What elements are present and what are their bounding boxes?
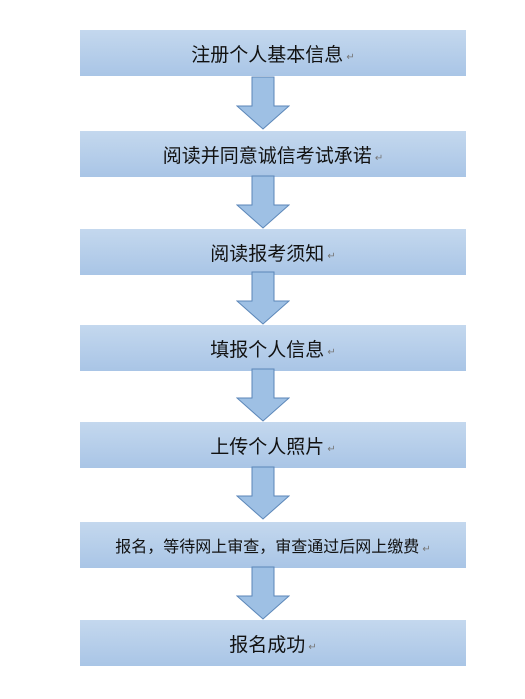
step-fill-personal-info: 填报个人信息↵ bbox=[80, 325, 466, 371]
paragraph-mark-icon: ↵ bbox=[346, 51, 355, 63]
paragraph-mark-icon: ↵ bbox=[327, 443, 336, 455]
step-upload-photo: 上传个人照片↵ bbox=[80, 422, 466, 468]
step-registration-success: 报名成功↵ bbox=[80, 620, 466, 666]
step-label: 报名，等待网上审查，审查通过后网上缴费 bbox=[115, 537, 420, 556]
paragraph-mark-icon: ↵ bbox=[327, 346, 336, 358]
down-arrow-icon bbox=[236, 368, 290, 422]
step-label: 注册个人基本信息 bbox=[191, 43, 344, 66]
down-arrow-icon bbox=[236, 271, 290, 325]
step-label: 填报个人信息 bbox=[210, 338, 325, 361]
step-label: 阅读报考须知 bbox=[210, 242, 325, 265]
down-arrow-icon bbox=[236, 466, 290, 520]
paragraph-mark-icon: ↵ bbox=[422, 543, 431, 555]
step-register-basic-info: 注册个人基本信息↵ bbox=[80, 30, 466, 76]
step-register-await-review-pay: 报名，等待网上审查，审查通过后网上缴费↵ bbox=[80, 522, 466, 568]
paragraph-mark-icon: ↵ bbox=[308, 641, 317, 653]
down-arrow-icon bbox=[236, 175, 290, 229]
step-label: 阅读并同意诚信考试承诺 bbox=[162, 144, 372, 167]
step-label: 上传个人照片 bbox=[210, 435, 325, 458]
step-read-exam-notice: 阅读报考须知↵ bbox=[80, 229, 466, 275]
step-read-integrity-pledge: 阅读并同意诚信考试承诺↵ bbox=[80, 131, 466, 177]
step-label: 报名成功 bbox=[229, 633, 306, 656]
paragraph-mark-icon: ↵ bbox=[327, 250, 336, 262]
down-arrow-icon bbox=[236, 566, 290, 620]
paragraph-mark-icon: ↵ bbox=[374, 152, 384, 164]
down-arrow-icon bbox=[236, 76, 290, 130]
